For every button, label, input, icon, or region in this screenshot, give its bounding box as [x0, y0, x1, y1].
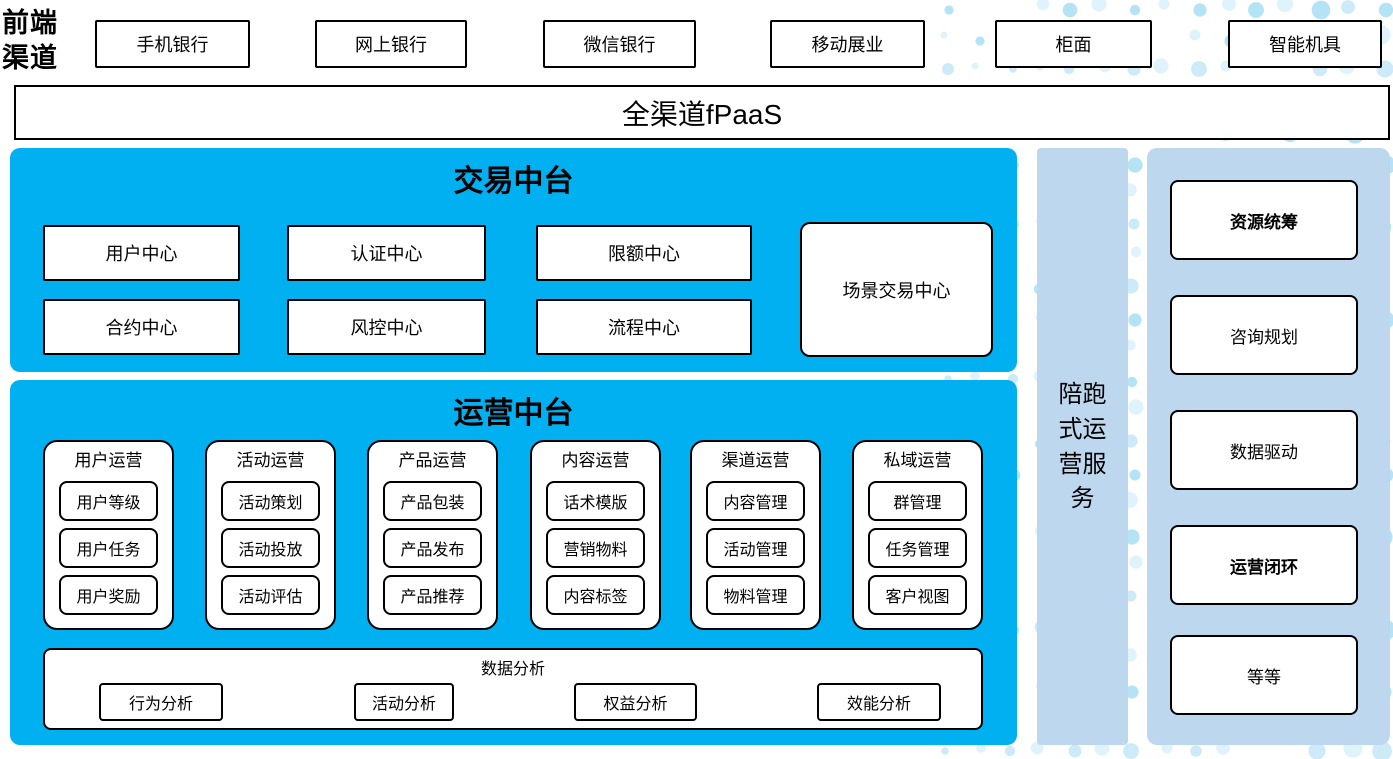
marketing-material-box: 营销物料	[546, 528, 645, 568]
activity-delivery-box: 活动投放	[221, 528, 320, 568]
contract-center-box: 合约中心	[43, 299, 240, 355]
content-operation-column: 内容运营 话术模版 营销物料 内容标签	[530, 440, 661, 630]
channel-operation-column: 渠道运营 内容管理 活动管理 物料管理	[690, 440, 821, 630]
data-analysis-strip: 数据分析 行为分析 活动分析 权益分析 效能分析	[43, 648, 983, 730]
efficiency-analysis-box: 效能分析	[817, 683, 941, 721]
column-title: 活动运营	[236, 451, 305, 470]
product-operation-column: 产品运营 产品包装 产品发布 产品推荐	[367, 440, 498, 630]
product-recommend-box: 产品推荐	[383, 575, 482, 615]
user-task-box: 用户任务	[59, 528, 158, 568]
activity-evaluation-box: 活动评估	[221, 575, 320, 615]
column-title: 产品运营	[398, 451, 467, 470]
trade-platform-section: 交易中台 用户中心 认证中心 限额中心 合约中心 风控中心 流程中心 场景交易中…	[10, 148, 1017, 372]
user-level-box: 用户等级	[59, 481, 158, 521]
script-template-box: 话术模版	[546, 481, 645, 521]
accompanying-operation-service-label: 陪跑式运营服务	[1058, 381, 1107, 513]
activity-planning-box: 活动策划	[221, 481, 320, 521]
operation-loop-box: 运营闭环	[1170, 525, 1358, 605]
material-management-box: 物料管理	[706, 575, 805, 615]
user-center-box: 用户中心	[43, 225, 240, 281]
channel-mobile-banking: 手机银行	[95, 20, 250, 68]
user-operation-column: 用户运营 用户等级 用户任务 用户奖励	[43, 440, 174, 630]
etc-box: 等等	[1170, 635, 1358, 715]
accompanying-operation-service-bar: 陪跑式运营服务	[1037, 148, 1128, 745]
channel-counter: 柜面	[995, 20, 1152, 68]
data-driven-box: 数据驱动	[1170, 410, 1358, 490]
channel-online-banking: 网上银行	[315, 20, 467, 68]
front-channels-label: 前端渠道	[2, 8, 58, 74]
activity-operation-column: 活动运营 活动策划 活动投放 活动评估	[205, 440, 336, 630]
task-management-box: 任务管理	[868, 528, 967, 568]
column-title: 渠道运营	[721, 451, 790, 470]
content-tag-box: 内容标签	[546, 575, 645, 615]
user-reward-box: 用户奖励	[59, 575, 158, 615]
trade-platform-title: 交易中台	[453, 165, 574, 198]
column-title: 用户运营	[74, 451, 143, 470]
risk-center-box: 风控中心	[287, 299, 486, 355]
scenario-trade-center-box: 场景交易中心	[800, 222, 993, 357]
column-title: 私域运营	[883, 451, 952, 470]
channel-wechat-banking: 微信银行	[543, 20, 696, 68]
service-panel: 资源统筹 咨询规划 数据驱动 运营闭环 等等	[1147, 148, 1390, 745]
rights-analysis-box: 权益分析	[574, 683, 697, 721]
channel-smart-devices: 智能机具	[1228, 20, 1382, 68]
quota-center-box: 限额中心	[536, 225, 752, 281]
activity-management-box: 活动管理	[706, 528, 805, 568]
customer-view-box: 客户视图	[868, 575, 967, 615]
content-management-box: 内容管理	[706, 481, 805, 521]
group-management-box: 群管理	[868, 481, 967, 521]
process-center-box: 流程中心	[536, 299, 752, 355]
data-analysis-title: 数据分析	[480, 661, 545, 678]
product-packaging-box: 产品包装	[383, 481, 482, 521]
resource-coordination-box: 资源统筹	[1170, 180, 1358, 260]
activity-analysis-box: 活动分析	[354, 683, 454, 721]
product-release-box: 产品发布	[383, 528, 482, 568]
auth-center-box: 认证中心	[287, 225, 486, 281]
operation-platform-title: 运营中台	[453, 397, 574, 430]
channel-mobile-sales: 移动展业	[770, 20, 925, 68]
column-title: 内容运营	[561, 451, 630, 470]
consulting-planning-box: 咨询规划	[1170, 295, 1358, 375]
operation-platform-section: 运营中台 用户运营 用户等级 用户任务 用户奖励 活动运营 活动策划 活动投放 …	[10, 380, 1017, 745]
omni-channel-fpaas-bar: 全渠道fPaaS	[14, 85, 1390, 140]
behavior-analysis-box: 行为分析	[99, 683, 223, 721]
private-domain-operation-column: 私域运营 群管理 任务管理 客户视图	[852, 440, 983, 630]
